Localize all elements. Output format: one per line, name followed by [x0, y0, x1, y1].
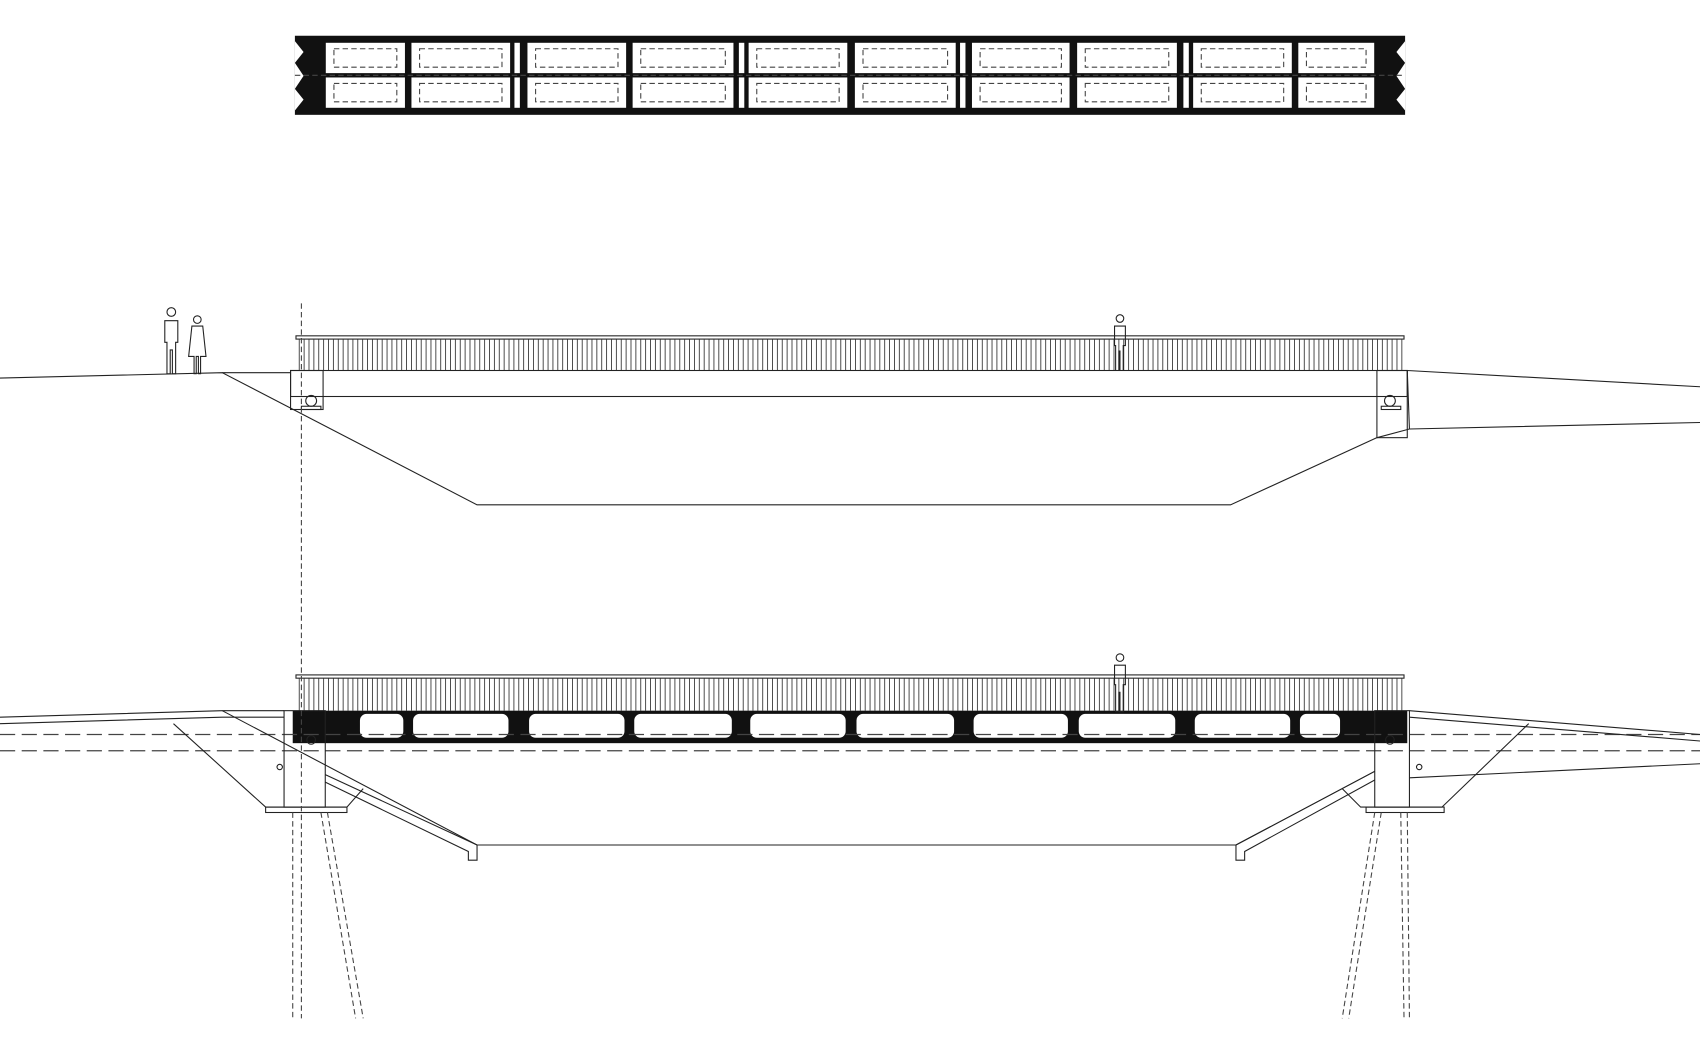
plan-cell-dashed [979, 82, 1062, 103]
plan-cell-dashed [1200, 48, 1285, 68]
plan-view [294, 35, 1406, 115]
plan-joint [1182, 76, 1190, 109]
plan-cell [324, 76, 407, 109]
plan-cell-dashed [756, 82, 840, 103]
box-cell [1299, 713, 1341, 738]
plan-joint [513, 41, 521, 75]
plan-cell [1192, 41, 1293, 75]
bearing-plate [300, 405, 322, 411]
ground-left [0, 710, 285, 718]
ground-right [1409, 716, 1700, 742]
plan-joint [958, 76, 967, 109]
plan-cell [970, 76, 1071, 109]
plan-cell [747, 41, 849, 75]
plan-cell [631, 41, 735, 75]
plan-cell-dashed [419, 82, 503, 103]
bearing-left [306, 735, 317, 745]
plan-joint [1182, 41, 1190, 75]
pile [320, 812, 357, 1019]
ground-left [0, 372, 1378, 506]
plan-cell-dashed [535, 48, 619, 68]
ground-right-lower [1409, 763, 1700, 779]
plan-cell-dashed [419, 48, 503, 68]
plan-cell [1297, 76, 1376, 109]
pile [1406, 812, 1410, 1019]
ground-right-lower [1376, 421, 1700, 439]
plan-cell-dashed [333, 82, 398, 103]
plan-joint [958, 41, 967, 75]
plan-cell-dashed [535, 82, 619, 103]
plan-cell-dashed [979, 48, 1062, 68]
bearing-right [1385, 735, 1395, 745]
ground-right [1409, 710, 1700, 736]
ground-right [1407, 369, 1700, 388]
section-view [0, 303, 1700, 1019]
plan-cell [324, 41, 407, 75]
person-icon [188, 315, 207, 375]
railing-top [295, 674, 1405, 679]
plan-cell-dashed [1200, 82, 1285, 103]
drain-hole [1415, 763, 1423, 771]
elevation-view [0, 307, 1700, 506]
footing-left [265, 806, 348, 814]
plan-cell [1076, 76, 1178, 109]
footing-right [1365, 806, 1445, 814]
plan-cell [970, 41, 1071, 75]
box-cell [973, 713, 1068, 738]
railing-top [295, 335, 1405, 340]
slope-revetment-right [1235, 770, 1376, 861]
slope-revetment-left [325, 774, 478, 861]
plan-cell [410, 76, 512, 109]
piles [292, 303, 1410, 1019]
plan-joint [513, 76, 521, 109]
plan-cell-dashed [1305, 48, 1367, 68]
person-icon [1113, 653, 1126, 713]
person-icon [1113, 314, 1126, 372]
bearing-plate [1380, 405, 1402, 411]
plan-cell-dashed [1084, 48, 1170, 68]
plan-joint [737, 76, 746, 109]
plan-cell [526, 41, 628, 75]
box-cell [529, 713, 625, 738]
box-cell [634, 713, 732, 738]
plan-cell [631, 76, 735, 109]
ground-left [0, 716, 285, 725]
plan-cell [853, 76, 957, 109]
box-cell [750, 713, 846, 738]
box-cell [1078, 713, 1176, 738]
plan-cell [1297, 41, 1376, 75]
plan-cell-dashed [756, 48, 840, 68]
pile [326, 812, 364, 1019]
box-cell [856, 713, 955, 738]
plan-cell [1076, 41, 1178, 75]
plan-joint [737, 41, 746, 75]
abutment-right [1376, 369, 1408, 439]
box-cell [413, 713, 509, 738]
pile [1400, 812, 1405, 1019]
plan-cell-dashed [1084, 82, 1170, 103]
plan-cell [526, 76, 628, 109]
box-cell [1194, 713, 1291, 738]
pile [1348, 812, 1382, 1019]
plan-cell [853, 41, 957, 75]
plan-cell [747, 76, 849, 109]
drain-hole [276, 763, 283, 771]
pile [1341, 812, 1376, 1019]
plan-cell-dashed [333, 48, 398, 68]
plan-cell [1192, 76, 1293, 109]
plan-cell-dashed [1305, 82, 1367, 103]
person-icon [164, 307, 179, 375]
box-cell [359, 713, 404, 738]
deck [290, 369, 1408, 398]
plan-cell [410, 41, 512, 75]
